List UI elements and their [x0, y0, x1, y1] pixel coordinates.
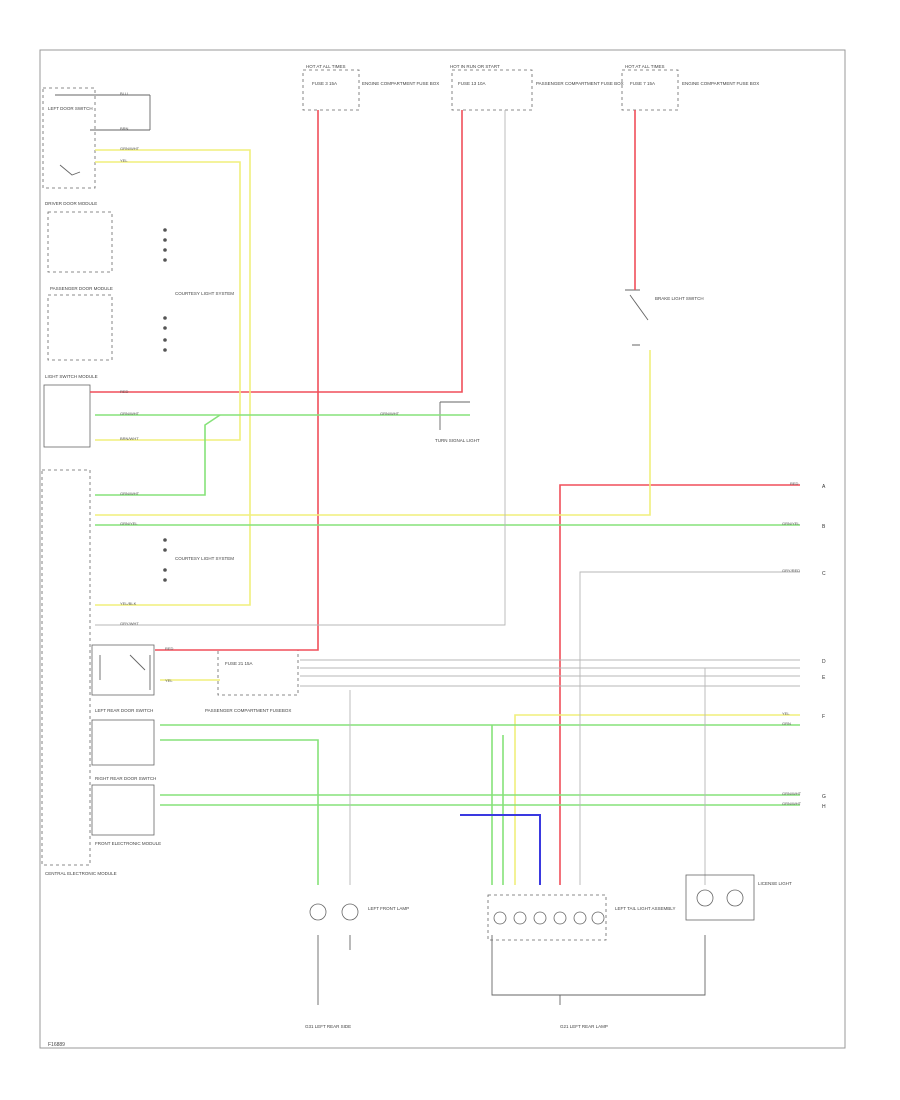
- central-electronic-module-label: CENTRAL ELECTRONIC MODULE: [45, 871, 117, 876]
- left-rear-door-switch: LEFT REAR DOOR SWITCH: [91, 644, 155, 713]
- front-electronic-module: FRONT ELECTRONIC MODULE: [91, 784, 161, 846]
- wire-code-10: GRN/YEL: [120, 521, 138, 526]
- wire-gry-1: [95, 110, 506, 626]
- wire-code-labels: BLU BRN GRN/WHT YEL RED GRN/WHT BRN/WHT …: [120, 91, 802, 806]
- central-electronic-module: CENTRAL ELECTRONIC MODULE: [41, 469, 117, 876]
- hot-at-all-times-1-label: HOT AT ALL TIMES: [306, 64, 346, 69]
- wire-yel-1: [95, 149, 251, 606]
- passenger-door-module: PASSENGER DOOR MODULE: [47, 286, 113, 361]
- connector-letters: A B C D E F G H: [822, 484, 826, 810]
- connector-f: F: [822, 714, 825, 720]
- front-electronic-module-label: FRONT ELECTRONIC MODULE: [95, 841, 161, 846]
- wire-code-5: GRY/WHT: [120, 621, 139, 626]
- courtesy-light-label-1: COURTESY LIGHT SYSTEM: [175, 291, 234, 296]
- wire-code-11: YEL/BLK: [120, 601, 137, 606]
- fuse-box-2-label: PASSENGER COMPARTMENT FUSE BOX: [536, 81, 624, 86]
- fuse-2-label: FUSE 13 10A: [458, 81, 486, 86]
- left-tail-light-label: LEFT TAIL LIGHT ASSEMBLY: [615, 906, 675, 911]
- courtesy-light-label-2: COURTESY LIGHT SYSTEM: [175, 556, 234, 561]
- wire-code-3c: GRN/WHT: [782, 791, 802, 796]
- wire-yel-2: [95, 161, 241, 441]
- wire-code-6b: RED: [790, 481, 799, 486]
- wire-red-4: [559, 484, 800, 885]
- wire-code-12: RED: [165, 646, 174, 651]
- turn-signal-module: TURN SIGNAL LIGHT: [435, 401, 480, 443]
- brake-light-switch: BRAKE LIGHT SWITCH: [625, 289, 704, 346]
- hot-in-run-label: HOT IN RUN OR START: [450, 64, 500, 69]
- wire-yel-5: [514, 714, 800, 885]
- connector-b: B: [822, 524, 826, 530]
- light-switch-module: LIGHT SWITCH MODULE: [43, 374, 98, 448]
- wire-code-10b: GRN/YEL: [782, 521, 800, 526]
- terminal-dots: [163, 228, 167, 582]
- connector-c: C: [822, 571, 826, 577]
- fuse-box-2: HOT IN RUN OR START FUSE 13 10A PASSENGE…: [450, 64, 624, 111]
- ground-2-label: G21 LEFT REAR LAMP: [560, 1024, 608, 1029]
- wire-grn-2: [95, 414, 221, 496]
- left-tail-light: LEFT TAIL LIGHT ASSEMBLY: [487, 894, 675, 941]
- fuse-center-label: FUSE 21 15A: [225, 661, 253, 666]
- wire-code-7b: GRN/WHT: [120, 491, 140, 496]
- passenger-compartment-fusebox: FUSE 21 15A PASSENGER COMPARTMENT FUSEBO…: [205, 649, 299, 713]
- wire-code-4c: YEL: [782, 711, 790, 716]
- connector-h: H: [822, 804, 826, 810]
- wire-code-6: RED: [120, 389, 129, 394]
- wire-yel-3: [95, 350, 651, 516]
- left-front-lamp: LEFT FRONT LAMP: [309, 903, 409, 921]
- left-door-switch-label: LEFT DOOR SWITCH: [48, 106, 93, 111]
- wire-blk-3: [491, 935, 706, 996]
- right-rear-door-switch-label: RIGHT REAR DOOR SWITCH: [95, 776, 156, 781]
- brake-switch-label: BRAKE LIGHT SWITCH: [655, 296, 704, 301]
- wire-code-2: BRN: [120, 126, 129, 131]
- wire-code-4: YEL: [120, 158, 128, 163]
- fuse-box-1: HOT AT ALL TIMES FUSE 3 15A ENGINE COMPA…: [302, 64, 439, 111]
- wire-code-3: GRN/WHT: [120, 146, 140, 151]
- wire-gry-6: [579, 571, 800, 885]
- connector-a: A: [822, 484, 826, 490]
- right-rear-door-switch: RIGHT REAR DOOR SWITCH: [91, 719, 156, 781]
- left-door-switch: LEFT DOOR SWITCH: [42, 87, 151, 189]
- light-switch-module-label: LIGHT SWITCH MODULE: [45, 374, 98, 379]
- connector-e: E: [822, 675, 826, 681]
- license-lamp: LICENSE LIGHT: [685, 874, 792, 921]
- wire-code-3d: GRN/WHT: [782, 801, 802, 806]
- diagram-frame: [39, 49, 846, 1049]
- driver-door-module: DRIVER DOOR MODULE: [45, 201, 113, 273]
- fuse-1-label: FUSE 3 15A: [312, 81, 337, 86]
- hot-at-all-times-2-label: HOT AT ALL TIMES: [625, 64, 665, 69]
- license-lamp-label: LICENSE LIGHT: [758, 881, 792, 886]
- connector-g: G: [822, 794, 826, 800]
- wire-code-14: GRN: [782, 721, 791, 726]
- passenger-fusebox-label: PASSENGER COMPARTMENT FUSEBOX: [205, 708, 291, 713]
- fuse-box-3-label: ENGINE COMPARTMENT FUSE BOX: [682, 81, 759, 86]
- wire-red-2: [90, 110, 463, 393]
- fuse-3-label: FUSE 7 15A: [630, 81, 655, 86]
- driver-door-module-label: DRIVER DOOR MODULE: [45, 201, 97, 206]
- wire-grn-5: [160, 739, 319, 885]
- wire-code-13: GRY/RED: [782, 568, 800, 573]
- turn-signal-label: TURN SIGNAL LIGHT: [435, 438, 480, 443]
- fuse-box-3: HOT AT ALL TIMES FUSE 7 15A ENGINE COMPA…: [621, 64, 759, 111]
- wire-code-7: GRN/WHT: [120, 411, 140, 416]
- fuse-box-1-label: ENGINE COMPARTMENT FUSE BOX: [362, 81, 439, 86]
- wire-code-8: BRN/WHT: [120, 436, 139, 441]
- ground-1-label: G31 LEFT REAR SIDE: [305, 1024, 351, 1029]
- left-rear-door-switch-label: LEFT REAR DOOR SWITCH: [95, 708, 153, 713]
- diagram-id: F16889: [48, 1042, 65, 1048]
- left-front-lamp-label: LEFT FRONT LAMP: [368, 906, 409, 911]
- wire-red-1: [155, 110, 319, 651]
- wire-code-4b: YEL: [165, 678, 173, 683]
- passenger-door-module-label: PASSENGER DOOR MODULE: [50, 286, 113, 291]
- wire-code-1: BLU: [120, 91, 128, 96]
- connector-d: D: [822, 659, 826, 665]
- wire-blu-1: [460, 814, 541, 885]
- wire-code-3b: GRN/WHT: [380, 411, 400, 416]
